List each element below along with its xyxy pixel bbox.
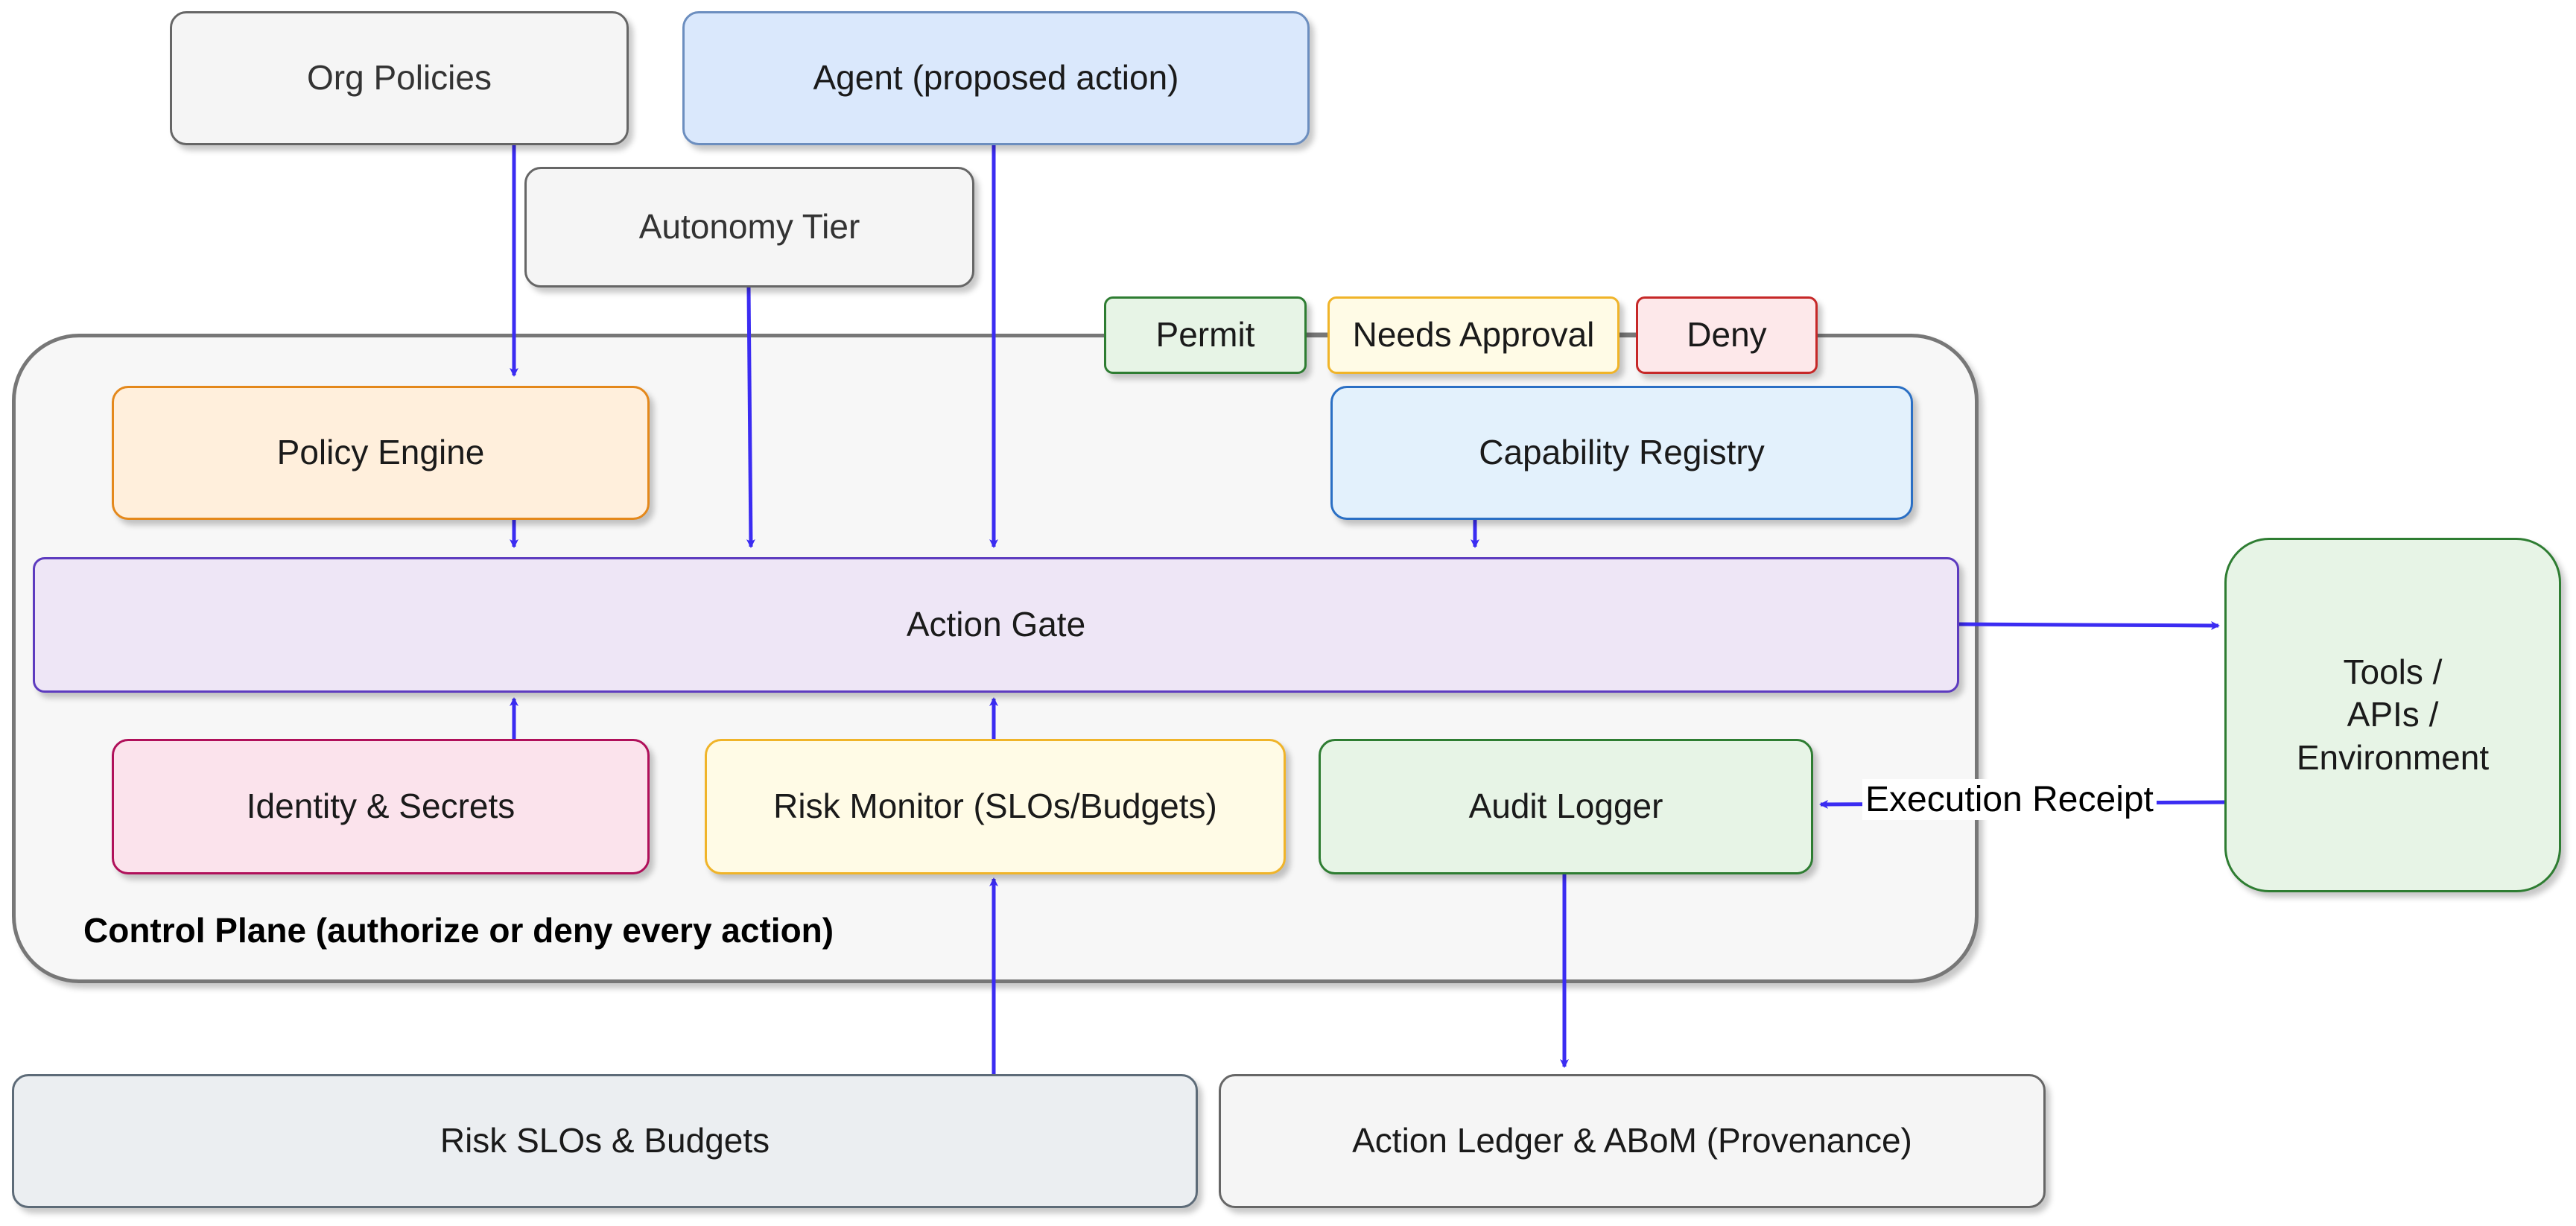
node-policy-engine: Policy Engine <box>112 386 650 520</box>
control-plane-label: Control Plane (authorize or deny every a… <box>83 911 834 950</box>
node-action-gate-label: Action Gate <box>906 605 1086 644</box>
node-capability-registry-label: Capability Registry <box>1479 433 1765 472</box>
node-identity-secrets: Identity & Secrets <box>112 739 650 874</box>
node-org-policies-label: Org Policies <box>307 58 492 98</box>
node-action-ledger: Action Ledger & ABoM (Provenance) <box>1219 1074 2046 1208</box>
decision-permit: Permit <box>1104 296 1307 374</box>
node-risk-monitor: Risk Monitor (SLOs/Budgets) <box>705 739 1286 874</box>
node-policy-engine-label: Policy Engine <box>276 433 485 472</box>
node-action-ledger-label: Action Ledger & ABoM (Provenance) <box>1352 1121 1912 1160</box>
edge-action-gate-to-tools <box>1958 620 2220 630</box>
decision-needs-approval: Needs Approval <box>1327 296 1619 374</box>
node-identity-secrets-label: Identity & Secrets <box>246 787 515 826</box>
node-risk-slos-budgets: Risk SLOs & Budgets <box>12 1074 1198 1208</box>
decision-deny-label: Deny <box>1687 315 1767 355</box>
node-capability-registry: Capability Registry <box>1330 386 1913 520</box>
node-risk-slos-budgets-label: Risk SLOs & Budgets <box>440 1121 770 1160</box>
node-audit-logger: Audit Logger <box>1319 739 1813 874</box>
node-action-gate: Action Gate <box>33 557 1959 693</box>
node-autonomy-tier-label: Autonomy Tier <box>638 207 860 247</box>
node-risk-monitor-label: Risk Monitor (SLOs/Budgets) <box>773 787 1217 826</box>
node-autonomy-tier: Autonomy Tier <box>524 167 974 288</box>
decision-permit-label: Permit <box>1155 315 1255 355</box>
node-agent: Agent (proposed action) <box>682 11 1310 145</box>
decision-deny: Deny <box>1636 296 1818 374</box>
node-audit-logger-label: Audit Logger <box>1468 787 1663 826</box>
node-tools-line1: Tools / <box>2343 652 2443 691</box>
decision-needs-approval-label: Needs Approval <box>1352 315 1595 355</box>
edge-label-execution-receipt: Execution Receipt <box>1862 779 2157 820</box>
node-tools-line2: APIs / <box>2347 695 2439 734</box>
node-org-policies: Org Policies <box>170 11 629 145</box>
node-tools-line3: Environment <box>2296 737 2490 777</box>
node-tools: Tools / APIs / Environment <box>2224 538 2561 892</box>
node-agent-label: Agent (proposed action) <box>813 58 1179 98</box>
